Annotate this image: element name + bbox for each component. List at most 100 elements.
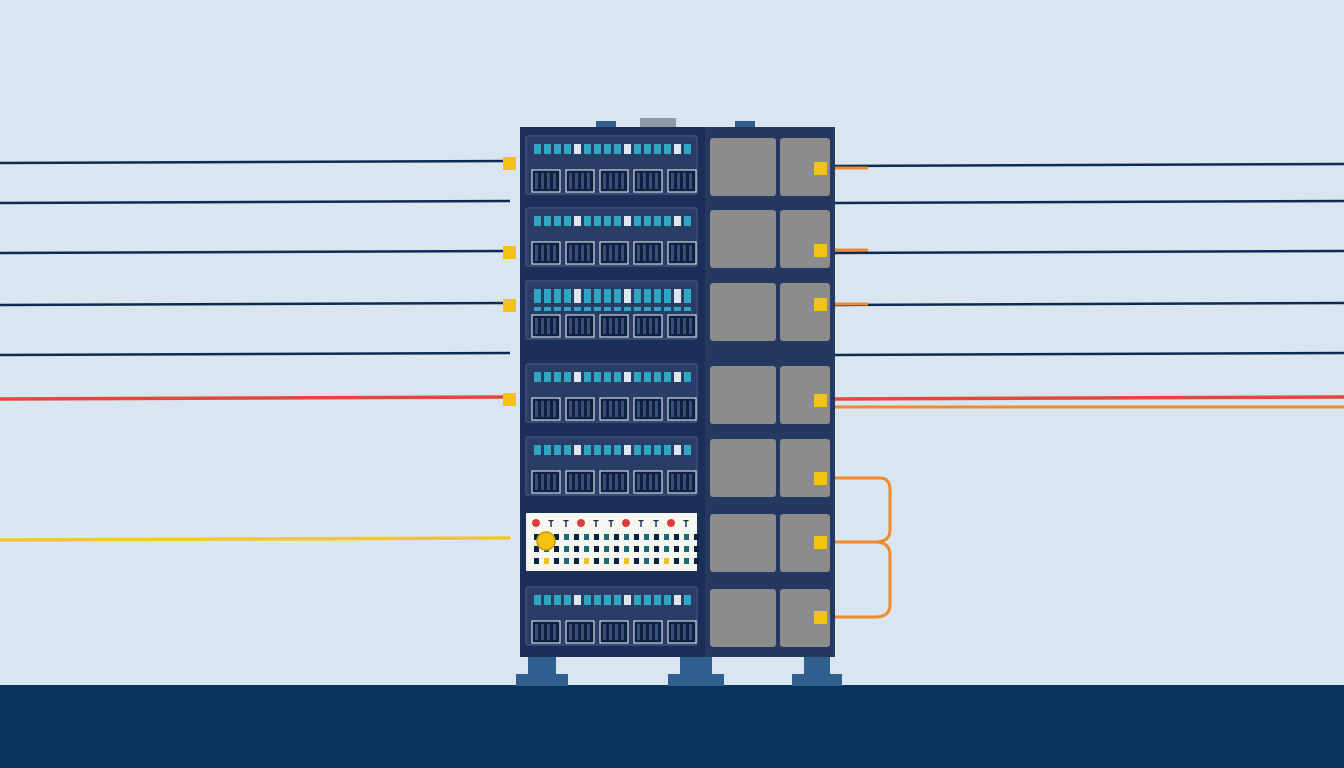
panel-port — [644, 558, 649, 564]
panel-port — [554, 558, 559, 564]
switch-port — [674, 372, 681, 382]
switch-port — [554, 216, 561, 226]
panel-port — [614, 558, 619, 564]
switch-port — [534, 372, 541, 382]
switch-port — [594, 445, 601, 455]
panel-port — [674, 546, 679, 552]
drive-bay — [780, 366, 830, 424]
left-cables — [0, 159, 511, 542]
module-slot — [609, 401, 612, 417]
switch-port — [684, 289, 691, 303]
rack-unit-switch — [525, 586, 698, 646]
switch-port — [644, 445, 651, 455]
module-slot — [581, 624, 584, 640]
cable-connector — [503, 299, 516, 312]
drive-bay — [780, 210, 830, 268]
module-slot — [569, 173, 572, 189]
switch-port — [574, 595, 581, 605]
module-slot — [535, 474, 538, 490]
switch-port — [644, 144, 651, 154]
switch-port — [634, 595, 641, 605]
module-slot — [621, 401, 624, 417]
switch-port — [624, 144, 631, 154]
module-slot — [581, 318, 584, 334]
switch-port — [584, 445, 591, 455]
switch-port — [684, 595, 691, 605]
panel-port — [684, 534, 689, 540]
switch-port — [604, 372, 611, 382]
switch-port — [614, 595, 621, 605]
module-slot — [587, 401, 590, 417]
panel-port — [674, 534, 679, 540]
module-slot — [609, 173, 612, 189]
panel-port — [594, 546, 599, 552]
panel-port — [564, 534, 569, 540]
rack-feet — [516, 657, 842, 686]
switch-port — [574, 372, 581, 382]
module-slot — [615, 401, 618, 417]
switch-port — [634, 289, 641, 303]
module-slot — [535, 318, 538, 334]
switch-port — [584, 216, 591, 226]
module-slot — [683, 245, 686, 261]
rack-foot-post — [528, 657, 556, 677]
module-slot — [587, 624, 590, 640]
module-slot — [547, 318, 550, 334]
rack-foot-post — [804, 657, 830, 677]
cable-left-navy — [0, 249, 511, 255]
module-slot — [587, 173, 590, 189]
switch-port — [684, 216, 691, 226]
panel-glyph: T — [683, 519, 689, 530]
module-slot — [689, 245, 692, 261]
module-slot — [541, 318, 544, 334]
switch-port — [664, 372, 671, 382]
module-slot — [677, 173, 680, 189]
switch-port — [554, 595, 561, 605]
module-slot — [553, 318, 556, 334]
cable-left-navy — [0, 199, 511, 205]
module-slot — [677, 474, 680, 490]
cable-connector — [814, 244, 827, 257]
rack-side-drive-bays — [705, 127, 835, 657]
panel-port — [664, 534, 669, 540]
module-slot — [683, 318, 686, 334]
drive-bay — [780, 138, 830, 196]
panel-port — [684, 558, 689, 564]
module-slot — [683, 624, 686, 640]
module-slot — [581, 401, 584, 417]
module-slot — [689, 624, 692, 640]
switch-port — [684, 144, 691, 154]
rack-unit-switch — [525, 363, 698, 423]
drive-bay — [710, 366, 776, 424]
cable-connector — [814, 162, 827, 175]
module-slot — [689, 401, 692, 417]
cable-connector — [814, 394, 827, 407]
module-slot — [581, 474, 584, 490]
module-slot — [547, 474, 550, 490]
switch-port — [554, 372, 561, 382]
module-slot — [621, 245, 624, 261]
module-slot — [569, 474, 572, 490]
switch-port — [604, 289, 611, 303]
panel-glyph: T — [608, 519, 614, 530]
switch-port — [594, 144, 601, 154]
switch-port — [544, 289, 551, 303]
module-slot — [649, 474, 652, 490]
switch-port — [534, 144, 541, 154]
switch-port — [634, 445, 641, 455]
module-slot — [637, 624, 640, 640]
cable-right-navy — [834, 301, 1344, 307]
drive-bay — [780, 514, 830, 572]
drive-bay — [710, 439, 776, 497]
panel-port — [594, 534, 599, 540]
switch-port — [674, 144, 681, 154]
module-slot — [649, 245, 652, 261]
panel-port — [534, 534, 539, 540]
switch-port — [684, 372, 691, 382]
switch-port — [544, 595, 551, 605]
status-led — [622, 519, 630, 527]
switch-port — [574, 144, 581, 154]
drive-bay — [710, 283, 776, 341]
drive-bay — [710, 514, 776, 572]
cable-left-red — [0, 395, 511, 401]
